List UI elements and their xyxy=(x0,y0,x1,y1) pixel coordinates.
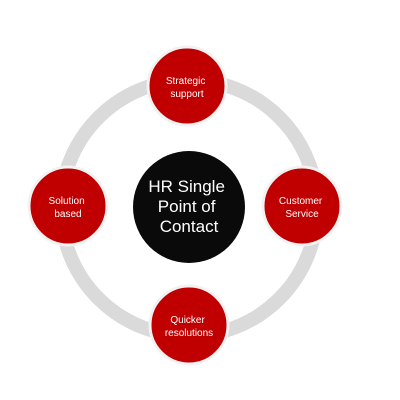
svg-text:Customer Service: Customer Service xyxy=(279,196,325,220)
svg-text:Quicker resolutions: Quicker resolutions xyxy=(165,315,213,339)
node-circle xyxy=(148,284,230,366)
svg-text:Strategic support: Strategic support xyxy=(166,76,208,100)
node-circle xyxy=(27,165,109,247)
node-strategic-support: Strategic support xyxy=(146,45,228,127)
svg-text:Solution based: Solution based xyxy=(49,196,88,220)
node-label-line-1: Strategic xyxy=(166,76,205,87)
node-customer-service: Customer Service xyxy=(261,165,343,247)
center-line-2: Point of xyxy=(158,197,216,216)
svg-text:HR Single Point of: HR Single Point of Contact xyxy=(148,177,229,236)
node-circle xyxy=(261,165,343,247)
node-label-line-2: support xyxy=(170,89,204,100)
node-label-line-1: Solution xyxy=(49,196,85,207)
center-hub: HR Single Point of Contact xyxy=(133,151,245,263)
node-label-line-2: based xyxy=(54,209,81,220)
node-label-line-1: Customer xyxy=(279,196,323,207)
node-label-line-2: resolutions xyxy=(165,328,213,339)
node-label-line-1: Quicker xyxy=(170,315,205,326)
node-quicker-resolutions: Quicker resolutions xyxy=(148,284,230,366)
center-line-1: HR Single xyxy=(148,177,225,196)
center-line-3: Contact xyxy=(160,217,219,236)
node-circle xyxy=(146,45,228,127)
node-solution-based: Solution based xyxy=(27,165,109,247)
node-label-line-2: Service xyxy=(285,209,319,220)
center-circle xyxy=(133,151,245,263)
